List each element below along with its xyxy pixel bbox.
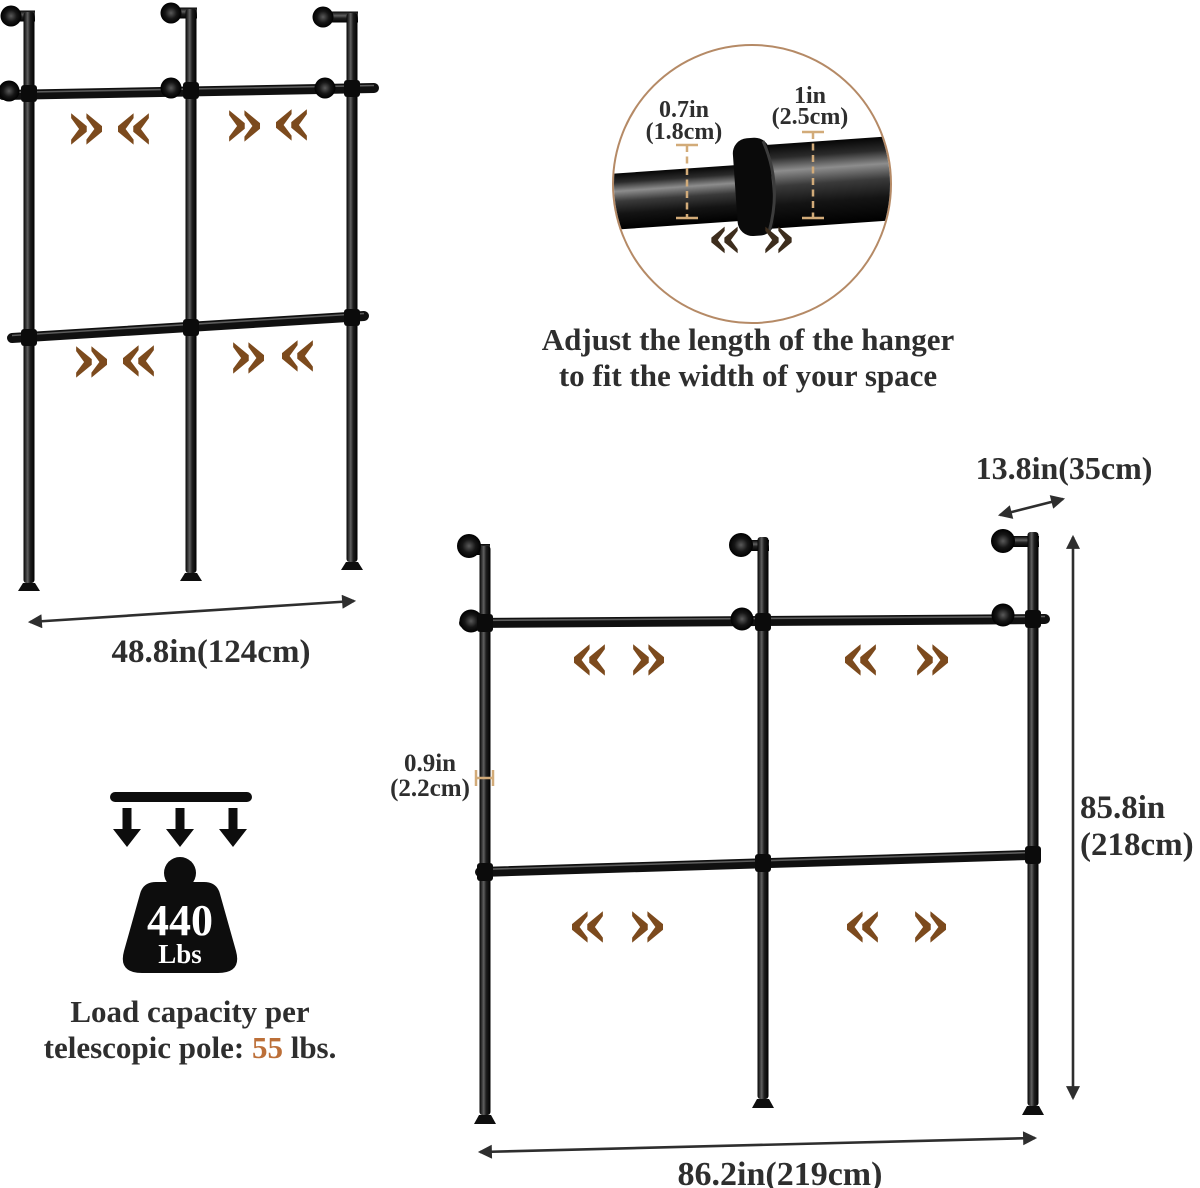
hanging-bar (459, 614, 1050, 628)
small-diameter-label-in: 0.7in (659, 97, 709, 123)
expand-arrow-icon: » (909, 884, 952, 964)
down-arrow-icon (166, 808, 194, 847)
expand-arrow-icon: « (707, 203, 743, 271)
pole-diameter-marker (474, 770, 495, 786)
adjust-caption: Adjust the length of the hanger to fit t… (498, 322, 998, 394)
diameter-measure-lines (676, 130, 824, 220)
expand-arrow-icon: « (271, 82, 314, 162)
wall-flange (312, 6, 334, 28)
width-dimension-arrow (477, 1131, 1038, 1159)
pole (346, 13, 358, 562)
expand-arrow-icon: « (118, 318, 161, 398)
depth-dimension-arrow (997, 495, 1066, 519)
telescopic-expand-arrows: « » « » « » « » (567, 617, 954, 964)
expand-arrow-icon: » (911, 617, 954, 697)
telescopic-expand-arrows: » « » « » « » « (65, 82, 320, 399)
large-diameter-label-in: 1in (794, 83, 826, 109)
main-rack-diagram: 13.8in(35cm) (390, 450, 1194, 1188)
width-dimension-arrow (27, 594, 357, 629)
pole-foot (180, 573, 202, 581)
pole (479, 546, 491, 1115)
telescopic-pole-illustration (614, 133, 890, 237)
expand-arrow-icon: » (760, 203, 796, 271)
wall-flange (160, 77, 182, 99)
wall-flange (991, 529, 1015, 553)
expand-arrow-icon: » (627, 617, 670, 697)
expand-arrow-icon: « (113, 86, 156, 166)
main-rack-pipes (457, 529, 1050, 1124)
load-capacity-suffix: lbs. (282, 1030, 337, 1065)
load-capacity-line2: telescopic pole: 55 lbs. (10, 1030, 370, 1066)
down-arrow-icon (113, 808, 141, 847)
depth-label: 13.8in(35cm) (976, 450, 1153, 486)
weight-icon (122, 882, 238, 973)
pole (23, 12, 35, 583)
left-rack-diagram: » « » « » « » « 48.8in(124cm) (0, 2, 379, 670)
expand-arrow-icon: » (65, 86, 108, 166)
left-rack-pipes (0, 2, 379, 591)
weight-unit: Lbs (158, 939, 202, 969)
small-diameter-label-cm: (1.8cm) (646, 119, 723, 145)
main-rack-width-label: 86.2in(219cm) (678, 1156, 883, 1188)
expand-arrow-icon: » (223, 83, 266, 163)
wall-flange (991, 603, 1015, 627)
pole-diameter-label-in: 0.9in (404, 750, 456, 777)
left-rack-width-label: 48.8in(124cm) (112, 634, 311, 670)
telescopic-detail-circle: 0.7in (1.8cm) 1in (2.5cm) « » (612, 44, 892, 324)
pole-foot (474, 1115, 496, 1124)
load-capacity-icon: 440 Lbs (110, 792, 252, 973)
wall-flange (730, 607, 754, 631)
pole (185, 9, 197, 573)
expand-arrow-icon: « (277, 313, 320, 393)
load-capacity-caption: Load capacity per telescopic pole: 55 lb… (10, 994, 370, 1066)
load-capacity-prefix: telescopic pole: (43, 1030, 252, 1065)
pole-diameter-label-cm: (2.2cm) (390, 775, 470, 802)
height-label-cm: (218cm) (1080, 827, 1194, 863)
expand-arrow-icon: » (227, 315, 270, 395)
pole-foot (752, 1099, 774, 1108)
expand-arrow-icon: « (842, 884, 885, 964)
adjust-caption-line1: Adjust the length of the hanger (541, 322, 955, 357)
weight-value: 440 (147, 896, 213, 945)
wall-flange (160, 2, 182, 24)
expand-arrow-icon: « (840, 617, 883, 697)
load-capacity-value: 55 (251, 1030, 283, 1065)
load-capacity-line1: Load capacity per (70, 994, 310, 1029)
pole-foot (18, 583, 40, 591)
pole (757, 537, 769, 1099)
wall-flange (729, 533, 753, 557)
expand-arrow-icon: » (626, 884, 669, 964)
wall-flange (459, 609, 483, 633)
expand-arrow-icon: « (567, 884, 610, 964)
wall-flange (0, 80, 20, 102)
large-diameter-label-cm: (2.5cm) (772, 104, 849, 130)
pole (1027, 532, 1039, 1106)
expand-arrow-icon: « (569, 617, 612, 697)
pole-foot (1022, 1106, 1044, 1115)
wall-flange (0, 5, 22, 27)
pole-foot (341, 562, 363, 570)
adjust-caption-line2: to fit the width of your space (558, 358, 938, 393)
wall-flange (457, 534, 481, 558)
down-arrow-icon (219, 808, 247, 847)
wall-flange (314, 77, 336, 99)
expand-arrow-icon: » (70, 319, 113, 399)
height-label-in: 85.8in (1080, 790, 1165, 826)
